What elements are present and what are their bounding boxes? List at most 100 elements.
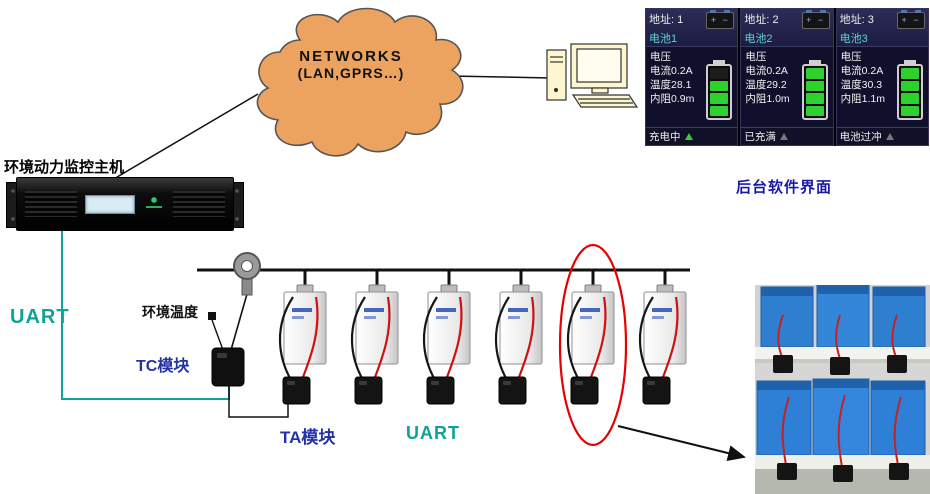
battery-level-bar (805, 68, 824, 79)
panel-header: 地址: 3 电池3 + − (836, 9, 928, 46)
battery-cap-right (724, 10, 731, 13)
cloud-to-computer-line (449, 75, 553, 79)
battery-level-cap (808, 60, 821, 64)
temperature-sensor-wire (211, 319, 224, 351)
photo-artwork (755, 285, 930, 494)
rack-vents-left (25, 191, 77, 217)
battery-panel-1: 地址: 1 电池1 + − 电压 电流0.2A 温度28.1 内阻0.9m (645, 8, 739, 146)
battery-cap-left (710, 10, 717, 13)
battery-level-bar (805, 105, 824, 116)
current-value: 电流0.2A (650, 65, 693, 77)
battery-level-bar (710, 105, 729, 116)
battery-level-bar (900, 93, 919, 104)
software-caption: 后台软件界面 (736, 179, 833, 196)
panel-body: 电压 电流0.2A 温度30.3 内阻1.1m (836, 46, 928, 127)
current-value: 电流0.2A (840, 65, 884, 77)
battery-level-cap (903, 60, 916, 64)
battery-level-bar (805, 93, 824, 104)
battery-level-bar (805, 80, 824, 91)
address-label: 地址: 1 (649, 14, 684, 26)
status-text: 电池过冲 (839, 131, 882, 143)
battery-icon: + − (896, 10, 925, 29)
temperature-value: 温度29.2 (745, 79, 787, 91)
current-transformer-hole (241, 260, 253, 272)
battery-with-ta-module (350, 268, 400, 406)
battery-name-label: 电池2 (744, 33, 773, 45)
temperature-value: 温度28.1 (650, 79, 692, 91)
photo-pointer-arrow (617, 425, 746, 461)
resistance-value: 内阻1.1m (840, 93, 885, 105)
charging-indicator-icon (684, 133, 693, 140)
panel-body: 电压 电流0.2A 温度28.1 内阻0.9m (646, 46, 738, 127)
battery-panel-2: 地址: 2 电池2 + − 电压 电流0.2A 温度29.2 内阻1.0m (740, 8, 834, 146)
panel-header: 地址: 1 电池1 + − (646, 9, 738, 46)
battery-level-cap (713, 60, 726, 64)
address-label: 地址: 2 (744, 14, 779, 26)
highlight-ellipse (558, 243, 628, 447)
battery-name-label: 电池3 (839, 33, 868, 45)
battery-with-ta-module (278, 268, 328, 406)
battery-with-ta-module (638, 268, 688, 406)
host-to-cloud-line (111, 93, 259, 181)
cloud-label: NETWORKS (LAN,GPRS…) (262, 48, 440, 81)
battery-with-ta-module (422, 268, 472, 406)
rack-lcd-display (85, 194, 135, 214)
status-indicator-icon (779, 133, 788, 140)
battery-level-indicator (896, 60, 923, 120)
status-text: 已充满 (744, 131, 776, 143)
battery-terminal-signs: + − (710, 15, 730, 25)
resistance-value: 内阻1.0m (745, 93, 790, 105)
status-indicator-icon (885, 133, 894, 140)
tc-module-detail (217, 353, 227, 358)
battery-cap-right (819, 10, 826, 13)
battery-level-bar (710, 80, 729, 91)
computer-icon (546, 43, 639, 108)
battery-with-ta-module (494, 268, 544, 406)
voltage-label: 电压 (840, 51, 862, 63)
ta-module-label: TA模块 (280, 428, 336, 447)
ambient-temp-label: 环境温度 (142, 304, 198, 320)
rack-vents-right (173, 191, 225, 217)
battery-name-label: 电池1 (649, 33, 678, 45)
temperature-value: 温度30.3 (840, 79, 883, 91)
battery-icon: + − (801, 10, 830, 29)
address-label: 地址: 3 (839, 14, 874, 26)
battery-icon: + − (706, 10, 735, 29)
tc-module-box (211, 347, 245, 387)
ct-to-tc-wire (230, 293, 248, 351)
resistance-value: 内阻0.9m (650, 93, 695, 105)
monitoring-host-device (6, 177, 244, 231)
installation-photo (755, 285, 930, 494)
battery-panel-3: 地址: 3 电池3 + − 电压 电流0.2A 温度30.3 内阻1.1m (835, 8, 929, 146)
panel-header: 地址: 2 电池2 + − (741, 9, 833, 46)
cloud-subtitle: (LAN,GPRS…) (297, 65, 405, 81)
panel-status-bar: 已充满 (741, 127, 833, 145)
cloud-title: NETWORKS (299, 48, 403, 65)
network-cloud-shape (256, 7, 464, 157)
battery-cap-right (914, 10, 921, 13)
battery-level-bar (710, 68, 729, 79)
rack-front-panel (16, 177, 234, 231)
rack-brand-logo (143, 196, 165, 212)
battery-cap-left (900, 10, 907, 13)
voltage-label: 电压 (650, 51, 671, 63)
battery-level-bar (900, 105, 919, 116)
current-value: 电流0.2A (745, 65, 788, 77)
status-text: 充电中 (649, 131, 681, 143)
tc-module-label: TC模块 (136, 358, 190, 375)
uart-chain-wire (228, 386, 289, 418)
battery-level-indicator (706, 60, 733, 120)
battery-level-indicator (801, 60, 828, 120)
uart-bus-label: UART (406, 423, 460, 443)
software-screenshot: 地址: 1 电池1 + − 电压 电流0.2A 温度28.1 内阻0.9m (645, 8, 929, 146)
battery-terminal-signs: + − (901, 15, 921, 25)
battery-cap-left (805, 10, 812, 13)
uart-left-label: UART (10, 306, 70, 328)
battery-level-bar (900, 80, 919, 91)
panel-status-bar: 电池过冲 (836, 127, 928, 145)
battery-level-bar (900, 68, 919, 79)
panel-body: 电压 电流0.2A 温度29.2 内阻1.0m (741, 46, 833, 127)
panel-status-bar: 充电中 (646, 127, 738, 145)
